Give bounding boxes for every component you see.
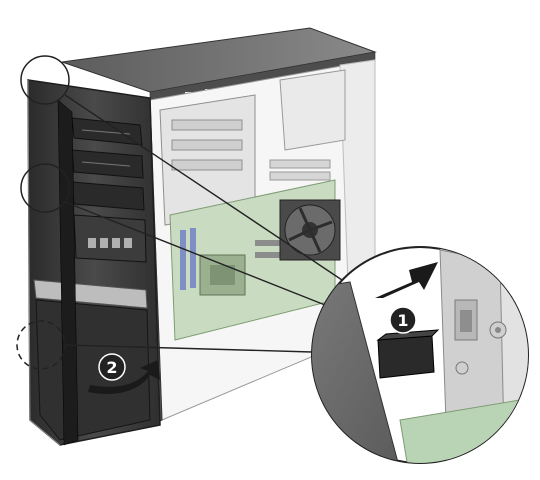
step-1-callout: 1: [389, 306, 417, 334]
case-fan: [279, 199, 341, 261]
bezel-inner-edge: [57, 99, 79, 446]
step-2-label: 2: [106, 358, 117, 377]
leader-line-middle: [64, 201, 326, 306]
leader-line-top: [64, 94, 346, 283]
push-arrow-icon: [375, 262, 438, 298]
leader-line-bottom: [64, 344, 313, 353]
rotate-arrow-icon: [88, 360, 160, 395]
step-1-label: 1: [397, 311, 408, 330]
leader-lines: [64, 94, 346, 353]
step-2-callout: 2: [98, 353, 126, 381]
tab-highlight-top: [20, 55, 70, 105]
tab-highlight-middle: [20, 163, 70, 213]
